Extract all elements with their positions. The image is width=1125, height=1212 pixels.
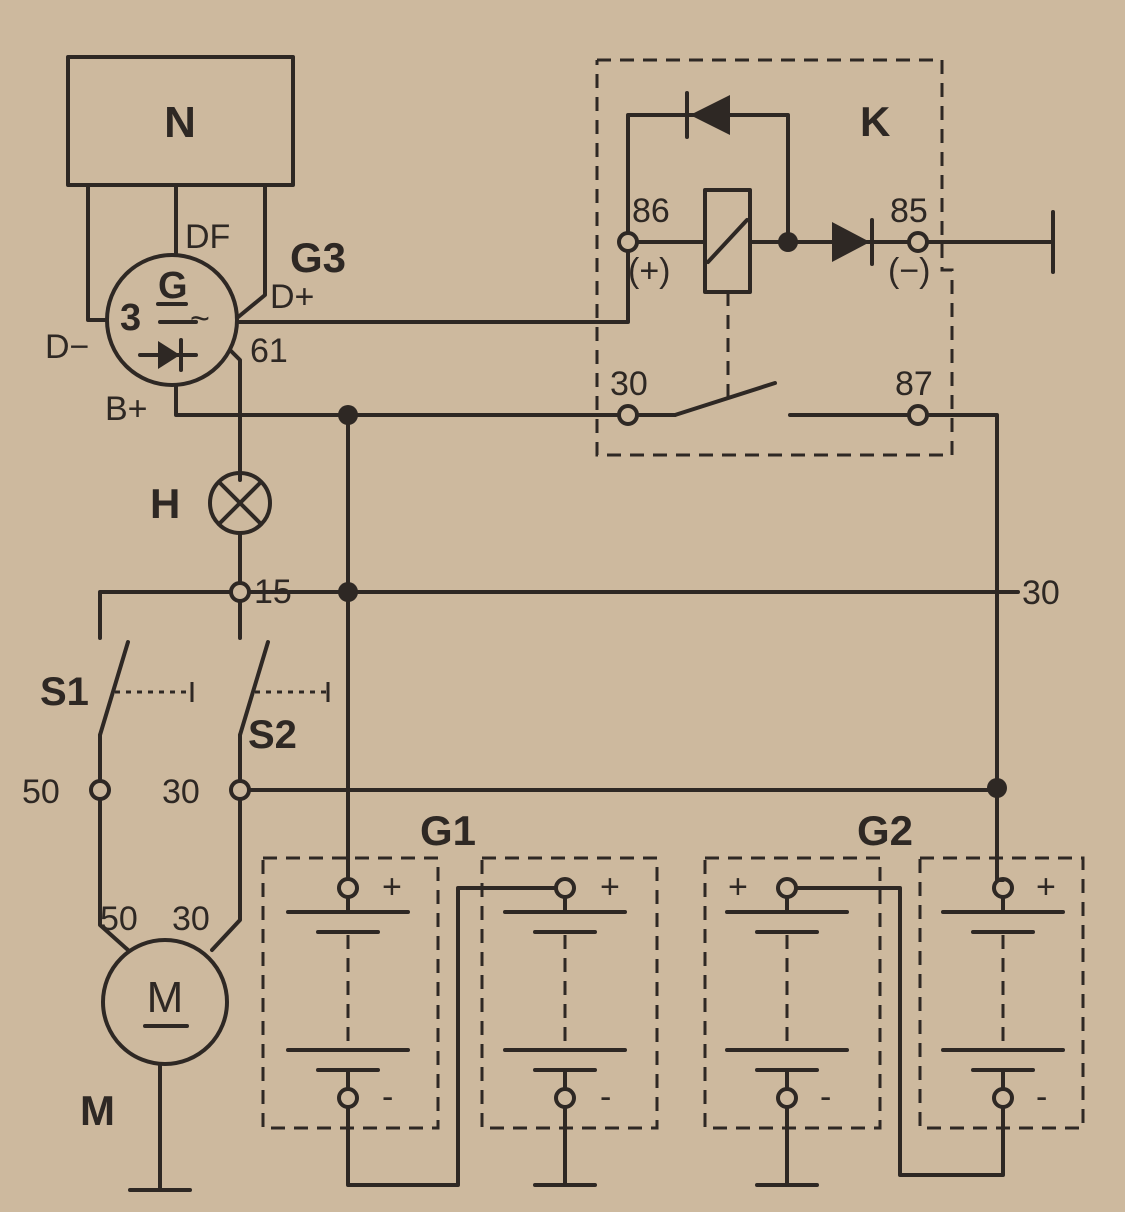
- wire-50-motor: [98, 797, 130, 952]
- generator-ac-symbol: ~: [190, 300, 210, 338]
- battery-g1-a: + -: [261, 856, 440, 1130]
- generator-symbol: G: [158, 265, 188, 307]
- generator-g3: G 3 ~ G3 DF D+ D− B+ 61: [45, 218, 346, 428]
- switch-s2: S2: [238, 640, 330, 782]
- relay-minus-label: (−): [888, 252, 931, 290]
- wire-30-motor: [210, 797, 242, 952]
- wire-n-dplus: [235, 183, 267, 320]
- switch-s1: S1: [40, 640, 194, 782]
- terminal-30-right-label: 30: [1022, 574, 1060, 612]
- wire-15-s1: [98, 590, 233, 640]
- wire-g2-plus: [995, 795, 1005, 882]
- motor-symbol: M: [147, 973, 184, 1022]
- junction-bplus: [338, 405, 358, 425]
- battery-g2-a-plus: +: [728, 868, 748, 906]
- controller-n-label: N: [164, 98, 196, 147]
- relay-k-label: K: [860, 98, 890, 145]
- terminal-30-switch-label: 30: [162, 773, 200, 811]
- wire-n-dminus: [86, 183, 109, 322]
- controller-n: N: [66, 55, 295, 187]
- wire-87-g2: [925, 413, 999, 787]
- terminal-30-switch: [229, 779, 251, 801]
- terminal-15: [229, 581, 251, 603]
- generator-label: G3: [290, 234, 346, 281]
- generator-dminus-label: D−: [45, 328, 89, 366]
- terminal-50-label: 50: [22, 773, 60, 811]
- battery-g1-a-plus: +: [382, 868, 402, 906]
- battery-group-g1-label: G1: [420, 807, 476, 854]
- junction-15: [338, 582, 358, 602]
- battery-g2-b-minus: -: [1036, 1078, 1047, 1116]
- motor-30-label: 30: [172, 900, 210, 938]
- generator-bplus-label: B+: [105, 390, 148, 428]
- relay-85-label: 85: [890, 192, 928, 230]
- battery-g1-b-plus: +: [600, 868, 620, 906]
- relay-86-label: 86: [632, 192, 670, 230]
- battery-g1-a-minus: -: [382, 1078, 393, 1116]
- terminal-50: [89, 779, 111, 801]
- wire-61-lamp: [228, 348, 242, 482]
- generator-phases: 3: [120, 297, 141, 339]
- relay-k: K 86 (+) 85 (−) 30 87: [595, 58, 1055, 457]
- generator-df-label: DF: [185, 218, 230, 256]
- battery-group-g2-label: G2: [857, 807, 913, 854]
- wire-g2-series: [794, 886, 1005, 1177]
- battery-g2-a-minus: -: [820, 1078, 831, 1116]
- lamp-h-label: H: [150, 480, 180, 527]
- generator-dplus-label: D+: [270, 278, 314, 316]
- motor-m: M 50 30 M: [80, 900, 229, 1192]
- battery-g2-b-plus: +: [1036, 868, 1056, 906]
- relay-30-label: 30: [610, 365, 648, 403]
- wire-g1-series: [346, 886, 558, 1187]
- motor-label: M: [80, 1087, 115, 1134]
- relay-plus-label: (+): [628, 252, 671, 290]
- switch-s2-label: S2: [248, 713, 297, 757]
- battery-g1-b: + -: [480, 856, 659, 1130]
- lamp-h: H: [150, 471, 272, 535]
- junction-g2: [987, 778, 1007, 798]
- switch-s1-label: S1: [40, 670, 89, 714]
- battery-g2-a: + -: [703, 856, 882, 1130]
- wire-bplus-relay30: [174, 383, 630, 417]
- wire-dplus-relay86: [235, 240, 630, 324]
- battery-g1-b-minus: -: [600, 1078, 611, 1116]
- motor-50-label: 50: [100, 900, 138, 938]
- generator-61-label: 61: [250, 332, 288, 370]
- battery-g2-b: + -: [918, 856, 1085, 1130]
- relay-87-label: 87: [895, 365, 933, 403]
